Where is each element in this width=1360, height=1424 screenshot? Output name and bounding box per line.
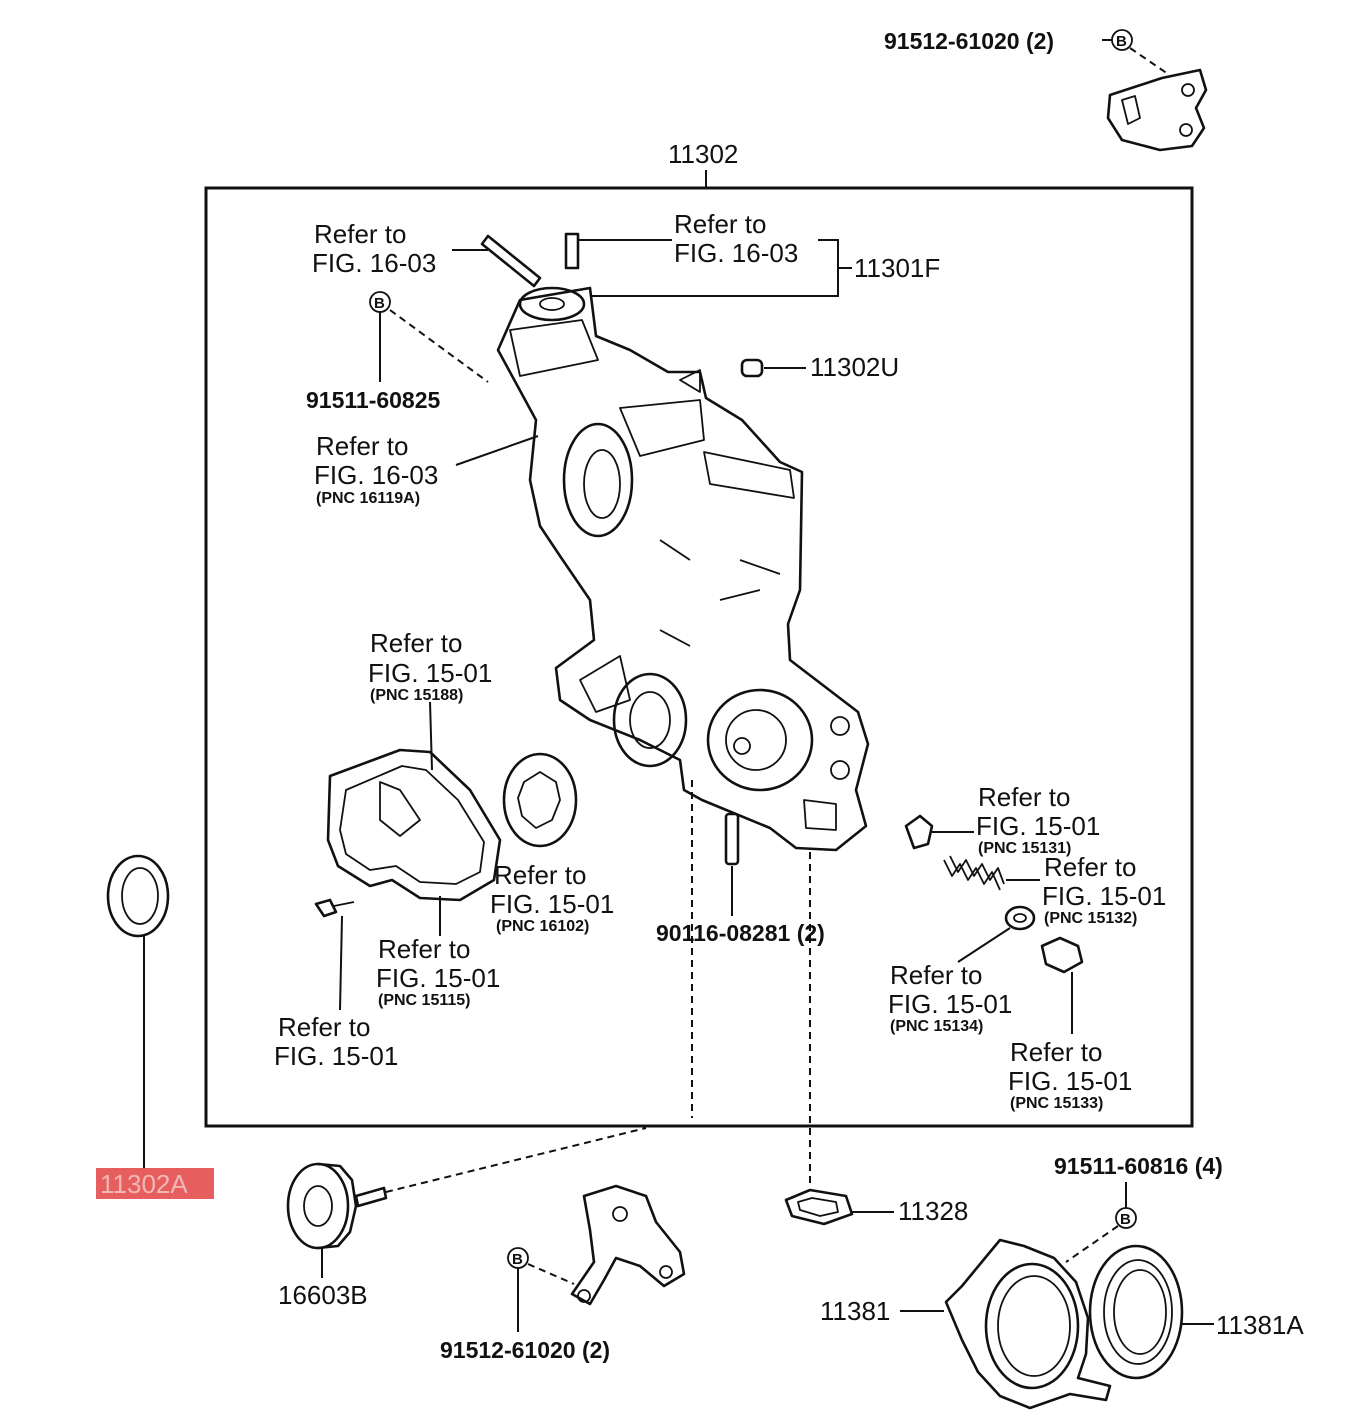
part-label-91512-top[interactable]: 91512-61020 (2)	[884, 28, 1054, 54]
svg-text:B: B	[374, 295, 385, 312]
ref-line2-r2: FIG. 16-03	[674, 238, 798, 268]
stud-90116-08281	[724, 812, 740, 866]
ref-line2-r4: FIG. 15-01	[368, 658, 492, 688]
ref-line1-r2: Refer to	[674, 209, 767, 239]
part-label-90116-08281[interactable]: 90116-08281 (2)	[656, 920, 825, 946]
ref-line2-r9: FIG. 15-01	[1042, 881, 1166, 911]
ref-pnc-r4: (PNC 15188)	[370, 687, 463, 704]
ref-pnc-r5: (PNC 16102)	[496, 918, 589, 935]
timing-cover-11302[interactable]	[496, 286, 870, 852]
bolt-mark-bottom: B	[507, 1247, 529, 1269]
relief-valve-gasket	[1004, 905, 1036, 931]
part-label-11381A[interactable]: 11381A	[1216, 1310, 1304, 1340]
bracket-top-right[interactable]	[1106, 68, 1208, 152]
ref-line1-r8: Refer to	[978, 782, 1071, 812]
svg-text:B: B	[1120, 1211, 1131, 1228]
svg-text:B: B	[1116, 33, 1127, 50]
oil-pump-cover-gasket	[326, 748, 502, 902]
ref-line1-r11: Refer to	[1010, 1037, 1103, 1067]
ref-line1-r9: Refer to	[1044, 852, 1137, 882]
ref-line1-r1: Refer to	[314, 219, 407, 249]
bracket-bottom[interactable]	[570, 1184, 686, 1306]
ref-line2-r7: FIG. 15-01	[274, 1041, 398, 1071]
part-label-11328[interactable]: 11328	[898, 1196, 968, 1226]
bolt-mark-top: B	[1111, 29, 1133, 51]
idler-pulley-16603B[interactable]	[286, 1162, 388, 1250]
oil-seal-retainer-11381[interactable]	[944, 1238, 1112, 1410]
ref-pnc-r9: (PNC 15132)	[1044, 910, 1137, 927]
ref-line1-r3: Refer to	[316, 431, 409, 461]
part-label-11302A[interactable]: 11302A	[100, 1169, 188, 1199]
part-label-91512-bottom[interactable]: 91512-61020 (2)	[440, 1337, 610, 1363]
oil-seal-11381A[interactable]	[1088, 1244, 1184, 1380]
ref-pnc-r3: (PNC 16119A)	[316, 490, 420, 507]
part-label-11302U[interactable]: 11302U	[810, 352, 899, 382]
ref-line2-r5: FIG. 15-01	[490, 889, 614, 919]
ref-line2-r10: FIG. 15-01	[888, 989, 1012, 1019]
oil-seal-11302A[interactable]	[106, 854, 170, 938]
part-label-91511-60825[interactable]: 91511-60825	[306, 387, 441, 413]
svg-text:B: B	[512, 1251, 523, 1268]
highlight-box-11302A	[96, 1168, 214, 1199]
assembly-frame	[204, 186, 1194, 1128]
ref-line2-r11: FIG. 15-01	[1008, 1066, 1132, 1096]
stud-upper-left	[480, 234, 542, 288]
relief-valve-bolt	[1040, 936, 1084, 974]
bolt-mark-91511-60825: B	[369, 291, 391, 313]
screw-left	[314, 898, 355, 918]
bolt-mark-91511-60816: B	[1115, 1207, 1137, 1229]
ref-line1-r6: Refer to	[378, 934, 471, 964]
ref-line1-r5: Refer to	[494, 860, 587, 890]
ref-pnc-r11: (PNC 15133)	[1010, 1095, 1103, 1112]
ref-pnc-r10: (PNC 15134)	[890, 1018, 983, 1035]
part-label-11301F[interactable]: 11301F	[854, 253, 940, 283]
oil-pump-rotor	[502, 752, 578, 848]
ref-line2-r3: FIG. 16-03	[314, 460, 438, 490]
part-label-11381[interactable]: 11381	[820, 1296, 890, 1326]
part-label-16603B[interactable]: 16603B	[278, 1280, 368, 1310]
stud-upper-middle	[564, 232, 580, 270]
ref-line1-r7: Refer to	[278, 1012, 371, 1042]
ref-line2-r1: FIG. 16-03	[312, 248, 436, 278]
ref-pnc-r6: (PNC 15115)	[378, 992, 471, 1009]
ref-line1-r4: Refer to	[370, 628, 463, 658]
ref-line2-r6: FIG. 15-01	[376, 963, 500, 993]
plug-11302U	[740, 358, 764, 378]
gasket-11328[interactable]	[784, 1188, 854, 1226]
part-label-91511-60816[interactable]: 91511-60816 (4)	[1054, 1153, 1223, 1179]
ref-pnc-r8: (PNC 15131)	[978, 840, 1071, 857]
ref-line2-r8: FIG. 15-01	[976, 811, 1100, 841]
relief-valve-plug	[904, 814, 934, 850]
relief-valve-spring	[943, 855, 1005, 891]
ref-line1-r10: Refer to	[890, 960, 983, 990]
part-label-11302[interactable]: 11302	[668, 139, 738, 169]
